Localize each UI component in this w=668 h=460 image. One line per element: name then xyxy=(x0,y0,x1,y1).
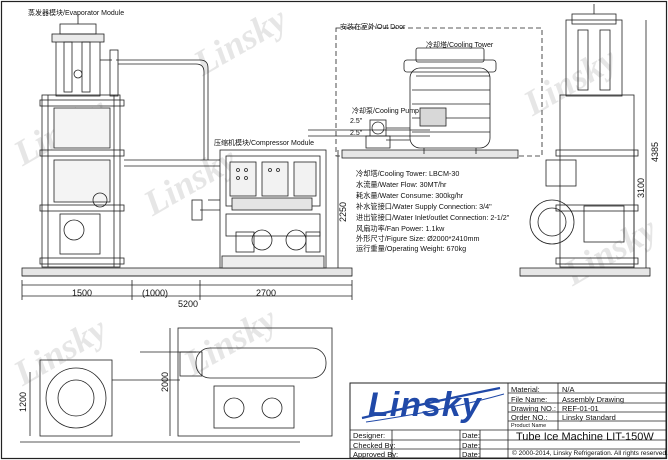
front-view xyxy=(21,14,430,300)
designer-label: Designer: xyxy=(353,431,386,440)
cooling-pump-label: 冷却泵/Cooling Pump xyxy=(352,108,419,115)
checked-by-label: Checked By: xyxy=(353,441,396,450)
approved-by-label: Approved By: xyxy=(353,450,399,459)
spec-line: 耗水量/Water Consume: 300kg/hr xyxy=(356,191,464,200)
spec-line: 运行重量/Operating Weight: 670kg xyxy=(356,244,467,253)
date-label: Date: xyxy=(462,431,480,440)
material-label: Material: xyxy=(511,385,540,394)
dimension-3100: 3100 xyxy=(636,177,646,198)
dimension-1000: (1000) xyxy=(142,288,169,298)
spec-line: 进出管接口/Water Inlet/outlet Connection: 2-1… xyxy=(356,213,510,222)
order-no-value: Linsky Standard xyxy=(562,413,616,422)
evaporator-module-label: 蒸发器模块/Evaporator Module xyxy=(28,10,125,17)
spec-line: 外形尺寸/Figure Size: Ø2000*2410mm xyxy=(356,234,480,243)
spec-line: 补水管接口/Water Supply Connection: 3/4" xyxy=(356,202,492,211)
compressor-module-label: 压缩机模块/Compressor Module xyxy=(214,140,314,147)
drawing-no-label: Drawing NO.: xyxy=(511,404,557,413)
compressor-module xyxy=(191,149,327,269)
file-name-value: Assembly Drawing xyxy=(562,395,625,404)
evaporator-module xyxy=(39,14,125,268)
cooling-tower-view xyxy=(335,27,543,159)
product-name: Tube Ice Machine LIT-150W xyxy=(516,431,654,443)
pipe-size-label: 2.5" xyxy=(350,130,363,137)
file-name-label: File Name: xyxy=(511,395,548,404)
top-view xyxy=(20,327,333,443)
linsky-logo: Linsky xyxy=(368,386,482,424)
cooling-tower-label: 冷却塔/Cooling Tower xyxy=(426,42,494,49)
material-value: N/A xyxy=(562,385,575,394)
dimension-2700: 2700 xyxy=(256,288,277,298)
side-view xyxy=(519,4,651,277)
spec-line: 冷却塔/Cooling Tower: LBCM-30 xyxy=(356,169,460,178)
dimension-5200: 5200 xyxy=(178,299,199,309)
spec-line: 风扇功率/Fan Power: 1.1kw xyxy=(356,224,445,233)
product-name-label: Product Name xyxy=(511,423,547,429)
copyright-notice: © 2000-2014, Linsky Refrigeration. All r… xyxy=(512,450,668,457)
drawing-no-value: REF-01-01 xyxy=(562,404,599,413)
dimension-4385: 4385 xyxy=(650,141,660,162)
date-label: Date: xyxy=(462,450,480,459)
dimension-2250: 2250 xyxy=(338,201,348,222)
out-door-label: 安装在室外/Out Door xyxy=(340,24,406,31)
pipe-size-label: 2.5" xyxy=(350,118,363,125)
date-label: Date: xyxy=(462,441,480,450)
order-no-label: Order NO.: xyxy=(511,413,548,422)
title-block-grid xyxy=(349,382,667,459)
dimension-2000: 2000 xyxy=(160,371,170,392)
dimension-1500: 1500 xyxy=(72,288,93,298)
spec-line: 水流量/Water Flow: 30MT/hr xyxy=(356,180,447,189)
dimension-1200: 1200 xyxy=(18,391,28,412)
